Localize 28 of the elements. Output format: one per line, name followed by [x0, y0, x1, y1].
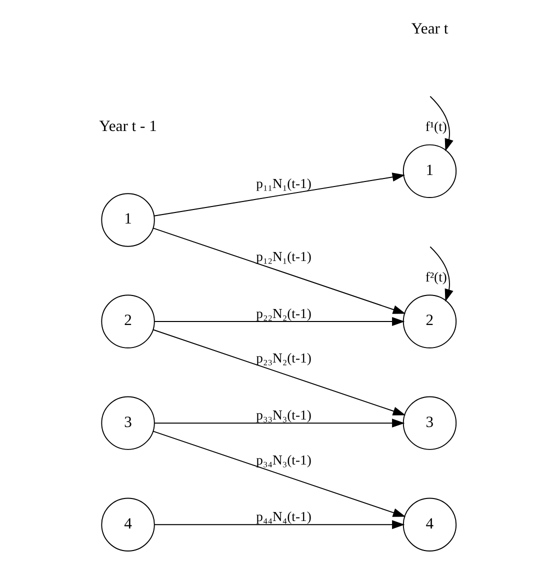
- edge-label: p₃₃N₃(t-1): [256, 407, 311, 422]
- node-circle: 4: [100, 498, 154, 552]
- edge-label: p₃₄N₃(t-1): [256, 452, 311, 468]
- arrow: [429, 246, 453, 302]
- node-circle: 2: [402, 294, 456, 348]
- edge-label: p₂₂N₂(t-1): [256, 306, 311, 321]
- arrow: [152, 430, 406, 517]
- node-circle: 1: [100, 193, 154, 247]
- edge-label: p₁₂N₁(t-1): [256, 249, 311, 264]
- edge-label: p₄₄N₄(t-1): [256, 508, 311, 524]
- arrow: [154, 520, 404, 530]
- arrow: [154, 317, 404, 326]
- arrow: [154, 418, 404, 428]
- edge-label: p₂₃N₂(t-1): [256, 350, 311, 366]
- edge-label: f²(t): [424, 269, 446, 284]
- arrow: [152, 329, 406, 416]
- arrow: [152, 228, 406, 314]
- label: Year t: [410, 20, 448, 38]
- arrow: [153, 172, 405, 216]
- label: Year t - 1: [98, 118, 156, 135]
- node-circle: 3: [402, 396, 456, 450]
- node-circle: 1: [402, 144, 456, 198]
- arrow: [429, 96, 453, 152]
- edge-label: p₁₁N₁(t-1): [256, 176, 311, 191]
- node-circle: 4: [402, 498, 456, 552]
- edge-label: f¹(t): [424, 118, 446, 134]
- node-circle: 3: [100, 396, 154, 450]
- node-circle: 2: [100, 294, 154, 348]
